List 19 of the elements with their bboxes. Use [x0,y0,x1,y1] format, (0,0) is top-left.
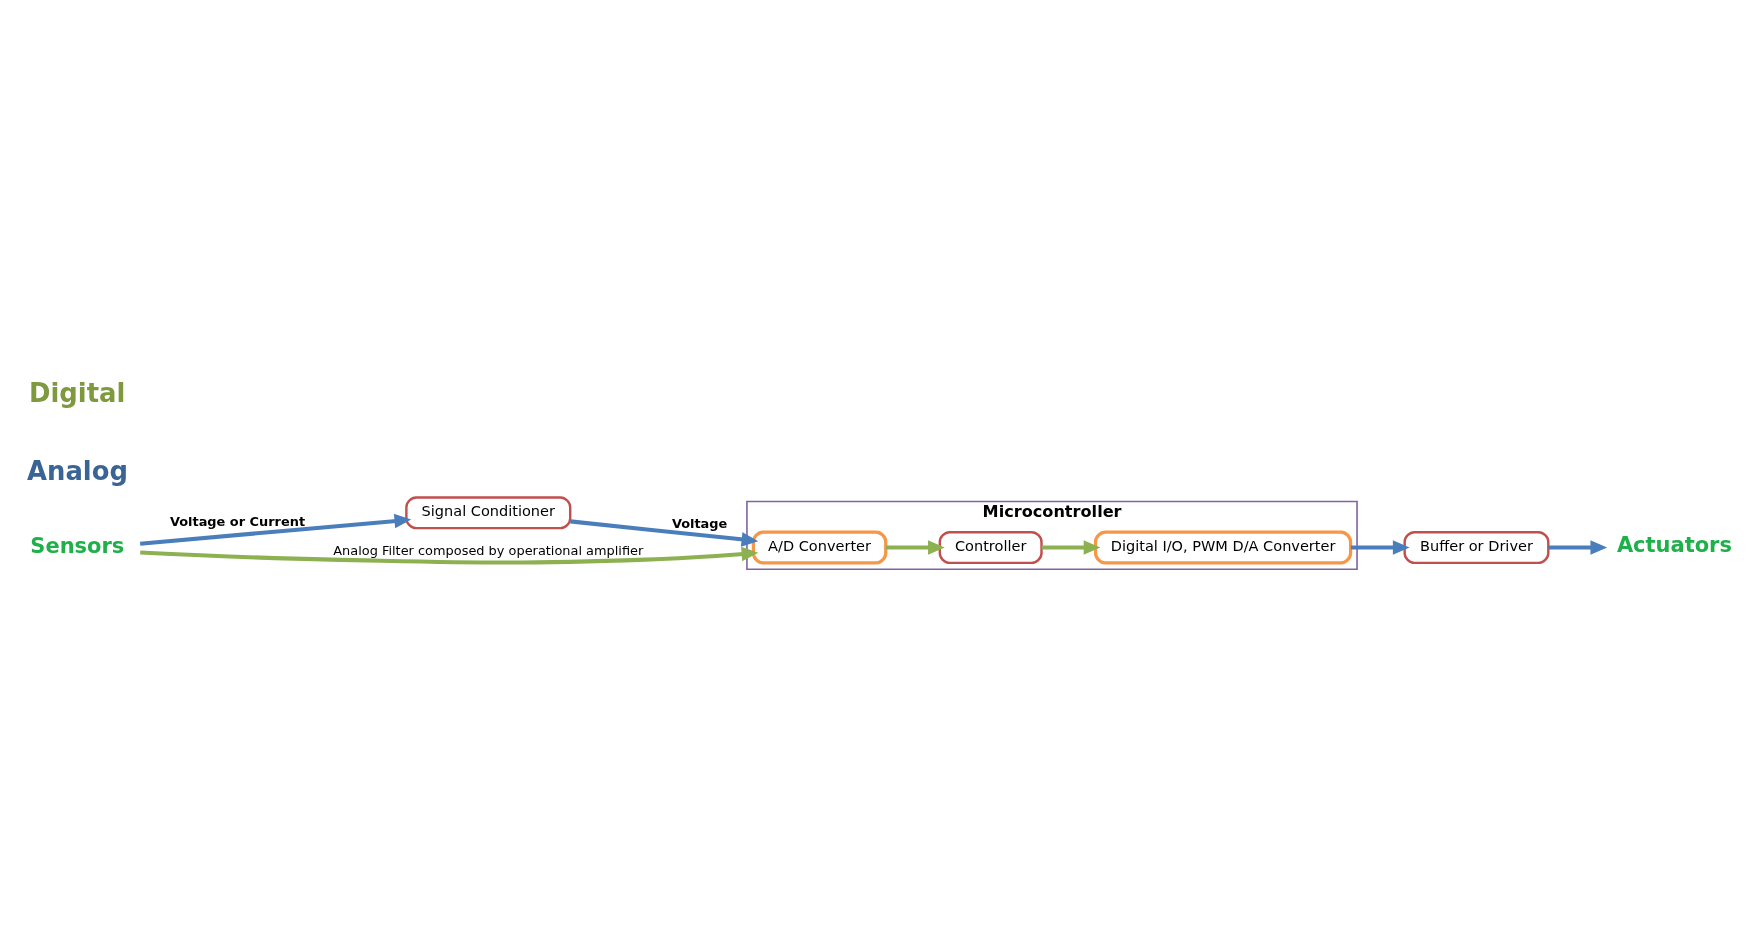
node-text: Sensors [30,533,125,558]
node-box: Controller [938,530,1043,564]
arrow [1350,539,1410,555]
edge-label: Analog Filter composed by operational amplifier [333,542,644,558]
node-text: Actuators [1616,532,1732,557]
label: Analog [27,455,128,486]
arrow [139,513,412,546]
arrow [1548,539,1608,555]
node-box: Buffer or Driver [1403,530,1550,564]
node-box: Digital I/O, PWM D/A Converter [1093,530,1353,564]
arrow [1041,539,1101,555]
arrow [885,539,945,555]
node-box: A/D Converter [751,530,888,564]
edge-label: Voltage or Current [169,513,306,529]
edge-label: Voltage [671,515,728,531]
node-box: Signal Conditioner [405,495,572,529]
arrow [570,518,759,547]
arrow [140,546,759,565]
label: Digital [29,377,126,408]
